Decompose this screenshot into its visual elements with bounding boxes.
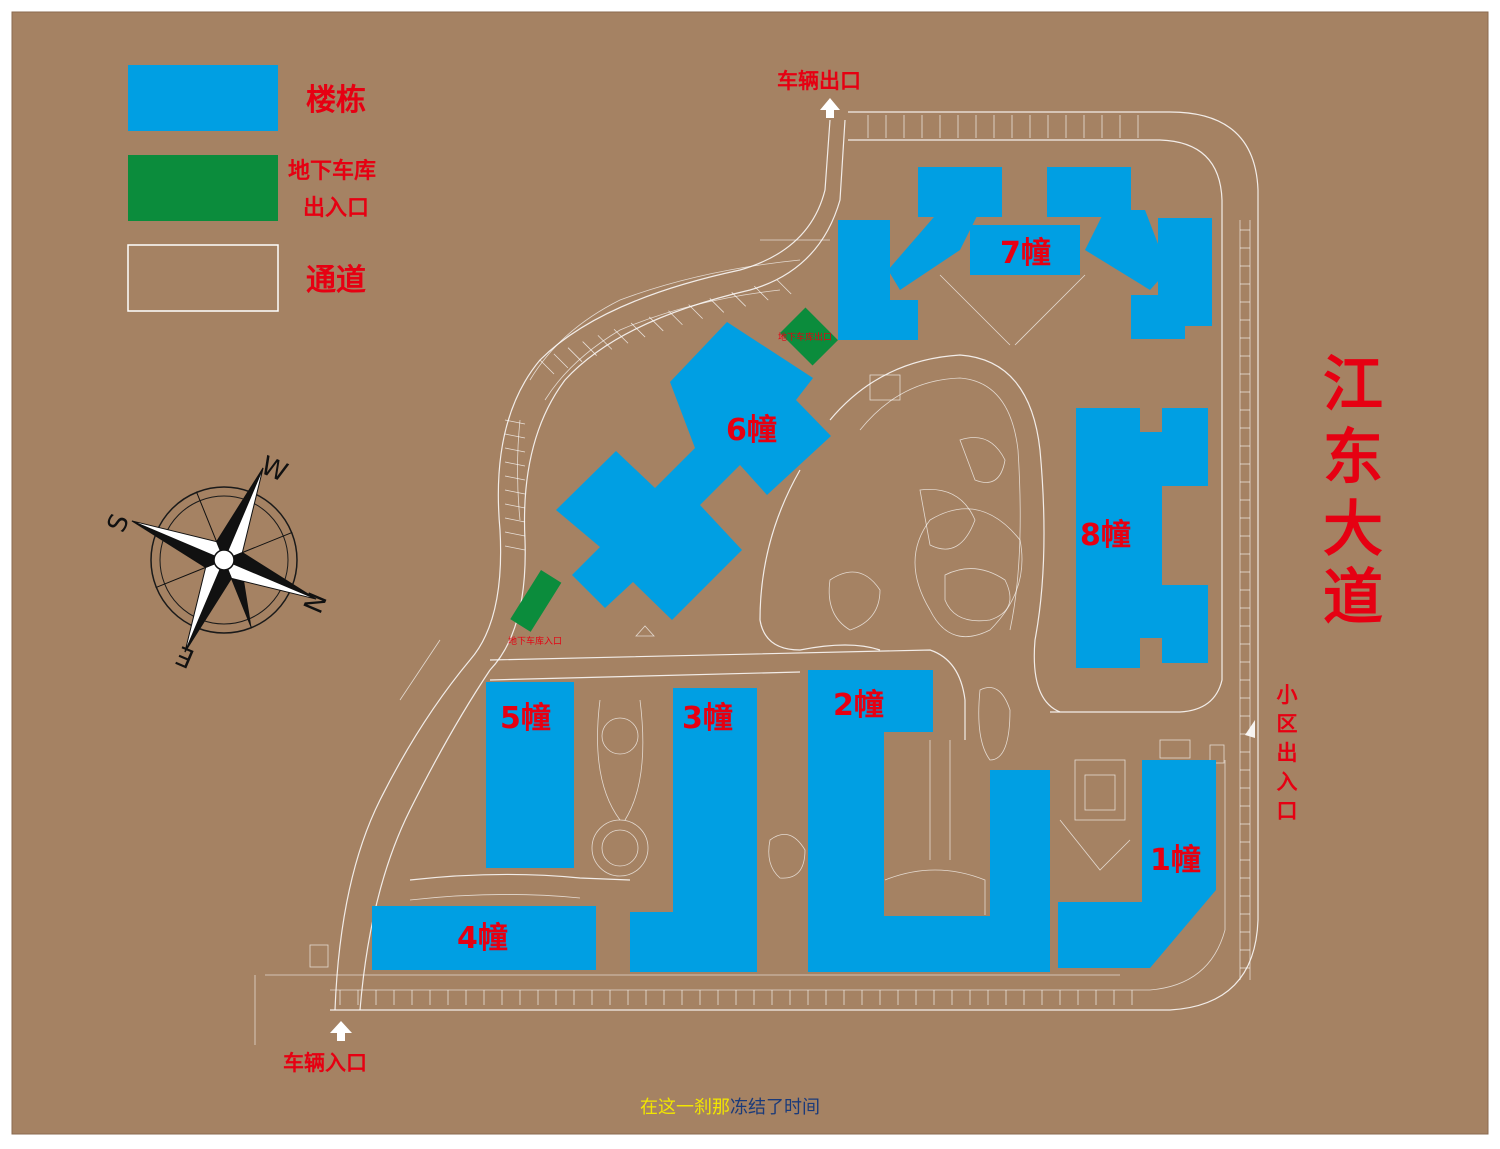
parking-bay-line bbox=[688, 304, 703, 319]
caption: 在这一刹那冻结了时间 bbox=[640, 1097, 820, 1118]
building-3-label: 3幢 bbox=[682, 701, 733, 736]
parking-bay-line bbox=[504, 475, 526, 481]
parking-bay-line bbox=[553, 353, 569, 369]
parking-bay-line bbox=[504, 447, 526, 453]
legend: 楼栋 地下车库 出入口 通道 bbox=[127, 65, 376, 312]
parking-bay-line bbox=[731, 292, 747, 307]
building-6[interactable] bbox=[556, 322, 831, 620]
parking-bay-line bbox=[504, 489, 526, 495]
parking-bay-line bbox=[709, 298, 725, 313]
legend-road-label: 通道 bbox=[306, 263, 366, 298]
arrow-up-icon bbox=[820, 98, 840, 118]
building-8-label: 8幢 bbox=[1080, 518, 1131, 553]
garage-entrance[interactable] bbox=[510, 570, 562, 632]
community-gate-char: 区 bbox=[1277, 712, 1298, 736]
parking-bay-line bbox=[597, 335, 613, 350]
parking-bay-line bbox=[504, 419, 526, 425]
community-gate: 小 区 出 入 口 bbox=[1277, 683, 1298, 823]
parking-bay-line bbox=[504, 461, 526, 467]
parking-bay-line bbox=[567, 347, 583, 362]
parking-bay-line bbox=[504, 545, 526, 551]
buildings bbox=[372, 167, 1216, 972]
building-4[interactable] bbox=[372, 906, 596, 970]
parking-bay-line bbox=[539, 359, 555, 375]
parking-bay-line bbox=[613, 328, 629, 344]
building-8[interactable] bbox=[1076, 408, 1208, 668]
garage-exit-label: 地下车库出口 bbox=[778, 331, 832, 343]
building-6-label: 6幢 bbox=[726, 413, 777, 448]
vehicle-entrance: 车辆入口 bbox=[283, 1021, 367, 1075]
legend-garage-swatch bbox=[128, 155, 278, 221]
parking-bay-line bbox=[776, 279, 792, 295]
caption-part1: 在这一刹那 bbox=[640, 1097, 730, 1118]
street-char: 江 bbox=[1323, 350, 1383, 420]
garage-entrance-label: 地下车库入口 bbox=[508, 635, 562, 647]
building-7[interactable] bbox=[838, 167, 1212, 340]
community-gate-char: 入 bbox=[1277, 770, 1298, 794]
building-3[interactable] bbox=[630, 688, 757, 972]
community-gate-char: 小 bbox=[1277, 683, 1298, 707]
parking-bay-line bbox=[504, 503, 526, 509]
garage-exit[interactable] bbox=[780, 307, 838, 366]
community-gate-char: 口 bbox=[1277, 799, 1298, 823]
community-gate-char: 出 bbox=[1277, 741, 1298, 765]
street-name: 江 东 大 道 bbox=[1323, 350, 1383, 633]
parking-bay-line bbox=[582, 341, 597, 356]
arrow-up-icon bbox=[330, 1021, 352, 1041]
vehicle-exit-label: 车辆出口 bbox=[777, 69, 861, 93]
street-char: 大 bbox=[1323, 495, 1383, 565]
parking-bay-line bbox=[630, 322, 646, 338]
parking-bay-line bbox=[648, 316, 664, 332]
parking-bay-line bbox=[668, 310, 683, 326]
building-4-label: 4幢 bbox=[457, 921, 508, 956]
parking-bay-line bbox=[504, 531, 526, 537]
street-char: 道 bbox=[1323, 563, 1383, 633]
street-char: 东 bbox=[1323, 423, 1383, 493]
parking-bay-line bbox=[504, 517, 526, 523]
building-7-label: 7幢 bbox=[1000, 236, 1051, 271]
building-2[interactable] bbox=[808, 670, 1050, 972]
legend-garage-label-2: 出入口 bbox=[303, 196, 369, 221]
legend-road-swatch bbox=[127, 244, 279, 312]
parking-bay-line bbox=[504, 433, 526, 439]
legend-building-swatch bbox=[128, 65, 278, 131]
caption-part2: 冻结了时间 bbox=[730, 1097, 820, 1118]
building-2-label: 2幢 bbox=[833, 688, 884, 723]
legend-garage-label-1: 地下车库 bbox=[288, 158, 376, 184]
building-5-label: 5幢 bbox=[500, 701, 551, 736]
building-5[interactable] bbox=[486, 682, 574, 868]
building-1-label: 1幢 bbox=[1150, 843, 1201, 878]
road-network bbox=[254, 111, 1259, 1045]
vehicle-exit: 车辆出口 bbox=[777, 69, 861, 118]
legend-building-label: 楼栋 bbox=[306, 83, 366, 118]
vehicle-entrance-label: 车辆入口 bbox=[283, 1051, 367, 1075]
building-1[interactable] bbox=[1058, 760, 1216, 968]
parking-bay-line bbox=[753, 285, 769, 301]
